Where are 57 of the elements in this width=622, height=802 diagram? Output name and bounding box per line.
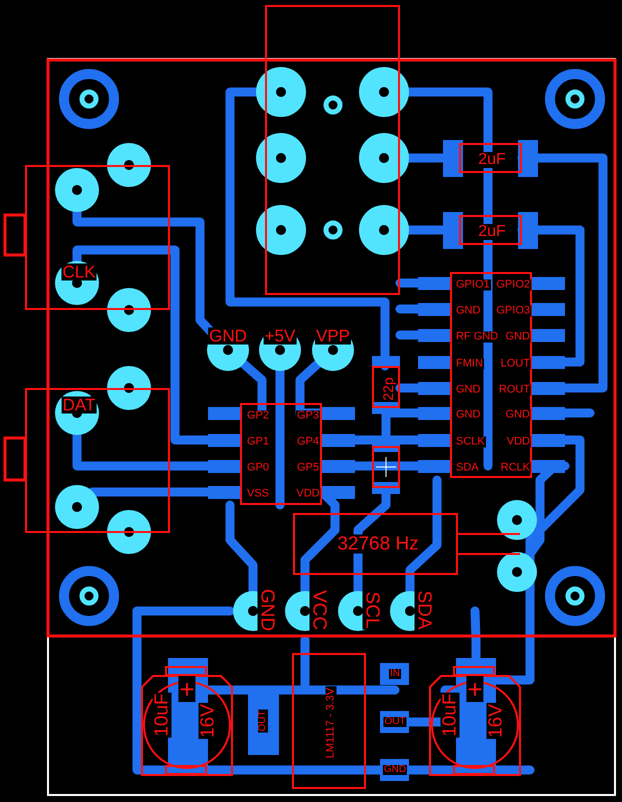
pin-label: GND bbox=[455, 306, 482, 316]
pad-label: OUT bbox=[383, 717, 407, 727]
capacitor-outline bbox=[372, 446, 400, 488]
pin-label: FMIN bbox=[455, 358, 484, 370]
pad-label: GND bbox=[382, 765, 408, 775]
polarity-label: + bbox=[178, 676, 196, 702]
chip-outline bbox=[240, 403, 322, 505]
pin-label: ROUT bbox=[498, 384, 531, 396]
pad-label: OUT bbox=[258, 709, 268, 733]
pin-label: SCLK bbox=[455, 436, 486, 448]
polarity-label: + bbox=[466, 676, 484, 702]
pin-label: GND bbox=[504, 332, 531, 342]
pin-label: VSS bbox=[246, 488, 270, 500]
pin-label: GPIO2 bbox=[495, 280, 531, 290]
pin-label: GND bbox=[455, 410, 482, 420]
pin-label: GP3 bbox=[296, 410, 320, 422]
pin-label: GPIO1 bbox=[455, 280, 491, 290]
chip-outline bbox=[450, 272, 532, 478]
pin-label: GND bbox=[455, 384, 482, 396]
pin-label: VDD bbox=[295, 488, 321, 500]
frequency-label: 32768 Hz bbox=[336, 534, 420, 554]
pin-label: RF GND bbox=[455, 332, 500, 342]
pad-label: SDA bbox=[414, 589, 434, 631]
signal-label: DAT bbox=[62, 396, 96, 414]
capacitor-outline bbox=[459, 143, 522, 173]
pin-label: VDD bbox=[506, 436, 531, 448]
value-label: 2uF bbox=[477, 224, 507, 240]
part-label: LM1117 - 3.3V bbox=[326, 686, 336, 760]
pin-label: GP4 bbox=[296, 436, 320, 448]
capacitor-outline bbox=[372, 366, 400, 408]
pad-label: VPP bbox=[314, 328, 352, 344]
value-label: 2uF bbox=[477, 152, 507, 168]
pad-label: IN bbox=[389, 669, 401, 679]
pad-label: SCL bbox=[362, 590, 382, 630]
pin-label: GP0 bbox=[246, 462, 270, 474]
value-label: 10uF bbox=[152, 692, 172, 738]
pin-label: SDA bbox=[455, 462, 480, 474]
connector-outline bbox=[25, 165, 170, 310]
capacitor-outline bbox=[459, 215, 522, 245]
connector-outline bbox=[265, 5, 400, 295]
pad-label: GND bbox=[258, 588, 276, 632]
value-label: 10uF bbox=[440, 692, 460, 738]
pad-label: GND bbox=[208, 328, 248, 344]
pin-label: GPIO3 bbox=[495, 306, 531, 316]
pad-label: VCC bbox=[310, 588, 328, 632]
value-label: 22p bbox=[381, 376, 395, 402]
regulator-outline bbox=[292, 653, 366, 789]
pin-label: GP5 bbox=[296, 462, 320, 474]
connector-outline bbox=[25, 388, 170, 533]
pin-label: GP2 bbox=[246, 410, 270, 422]
pin-label: RCLK bbox=[500, 462, 531, 474]
signal-label: CLK bbox=[61, 264, 97, 280]
crystal-outline bbox=[293, 513, 458, 575]
pad-label: +5V bbox=[264, 328, 296, 344]
pin-label: LOUT bbox=[500, 358, 531, 370]
pin-label: GND bbox=[504, 410, 531, 420]
pin-label: GP1 bbox=[246, 436, 270, 448]
